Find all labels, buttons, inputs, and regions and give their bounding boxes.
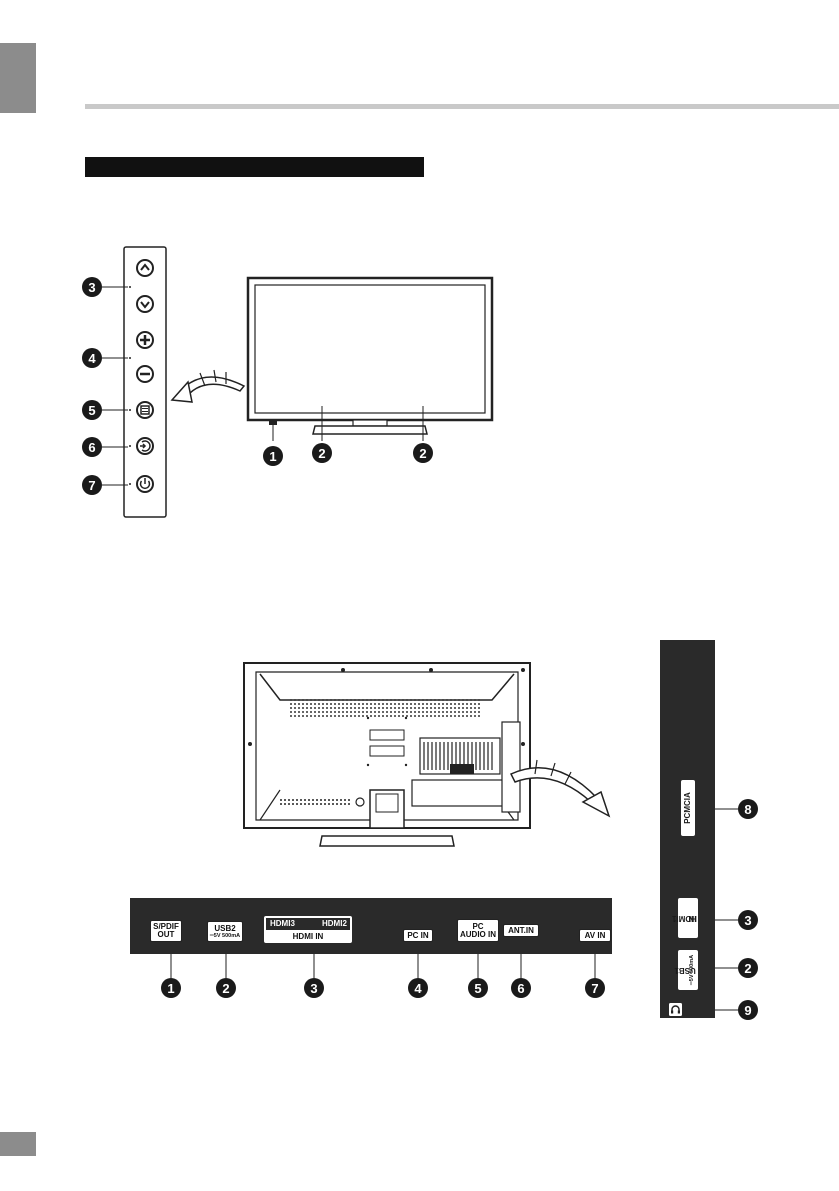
callout-hdmi1: 3: [738, 910, 758, 930]
callout-volume: 4: [82, 348, 102, 368]
page-tab-bottom: [0, 1132, 36, 1156]
channel-down-icon: [136, 295, 154, 313]
callout-usb2: 2: [216, 978, 236, 998]
usb2-sub-label: ═5V 500mA: [209, 932, 241, 939]
callout-av-in: 7: [585, 978, 605, 998]
headphone-icon: [669, 1003, 682, 1016]
control-buttons-strip: [123, 246, 167, 518]
pcmcia-port: PCMCIA: [681, 780, 695, 836]
hdmi1-in-port: HDMI1 IN: [672, 898, 698, 938]
callout-ant-in: 6: [511, 978, 531, 998]
zoom-arrow-back-icon: [509, 759, 611, 818]
volume-down-icon: [136, 365, 154, 383]
pc-audio-label: PC: [472, 921, 484, 931]
ant-in-port: ANT.IN: [503, 924, 539, 937]
volume-up-icon: [136, 331, 154, 349]
hdmi3-label: HDMI3: [270, 919, 295, 928]
callout-tv-sensor: 1: [263, 446, 283, 466]
callout-spdif: 1: [161, 978, 181, 998]
av-in-port: AV IN: [579, 929, 611, 942]
callout-pc-in: 4: [408, 978, 428, 998]
tv-front-illustration: [246, 276, 494, 441]
ant-in-label: ANT.IN: [508, 925, 534, 935]
power-icon: [136, 475, 154, 493]
spdif-out-port: S/PDIF OUT: [150, 920, 182, 942]
callout-headphone: 9: [738, 1000, 758, 1020]
hdmi-in-label: HDMI IN: [292, 932, 324, 941]
header-rule: [85, 104, 839, 109]
usb2-label: USB2: [214, 923, 236, 933]
callout-menu: 5: [82, 400, 102, 420]
callout-power: 7: [82, 475, 102, 495]
callout-source: 6: [82, 437, 102, 457]
page-tab-top: [0, 43, 36, 113]
callout-stand-right: 2: [413, 443, 433, 463]
callout-stand-left: 2: [312, 443, 332, 463]
menu-icon: [136, 401, 154, 419]
usb2-port: USB2 ═5V 500mA: [207, 921, 243, 942]
channel-up-icon: [136, 259, 154, 277]
callout-pc-audio: 5: [468, 978, 488, 998]
zoom-arrow-front-icon: [170, 369, 246, 403]
spdif-sub-label: OUT: [157, 930, 175, 939]
source-icon: [136, 437, 154, 455]
callout-pcmcia: 8: [738, 799, 758, 819]
av-in-label: AV IN: [584, 930, 606, 940]
tv-back-illustration: [243, 662, 531, 847]
pc-in-label: PC IN: [407, 930, 429, 940]
section-title-bar: [85, 157, 424, 177]
pc-audio-sub-label: AUDIO IN: [460, 929, 496, 939]
callout-hdmi: 3: [304, 978, 324, 998]
callout-channel: 3: [82, 277, 102, 297]
hdmi2-label: HDMI2: [322, 919, 347, 928]
pc-in-port: PC IN: [403, 929, 433, 942]
callout-usb1: 2: [738, 958, 758, 978]
usb1-port: USB1 ═5V 500mA: [674, 950, 698, 990]
pc-audio-in-port: PC AUDIO IN: [457, 919, 499, 942]
hdmi-in-port-group: HDMI3 HDMI2 HDMI IN: [264, 916, 352, 943]
spdif-label: S/PDIF: [153, 922, 179, 931]
